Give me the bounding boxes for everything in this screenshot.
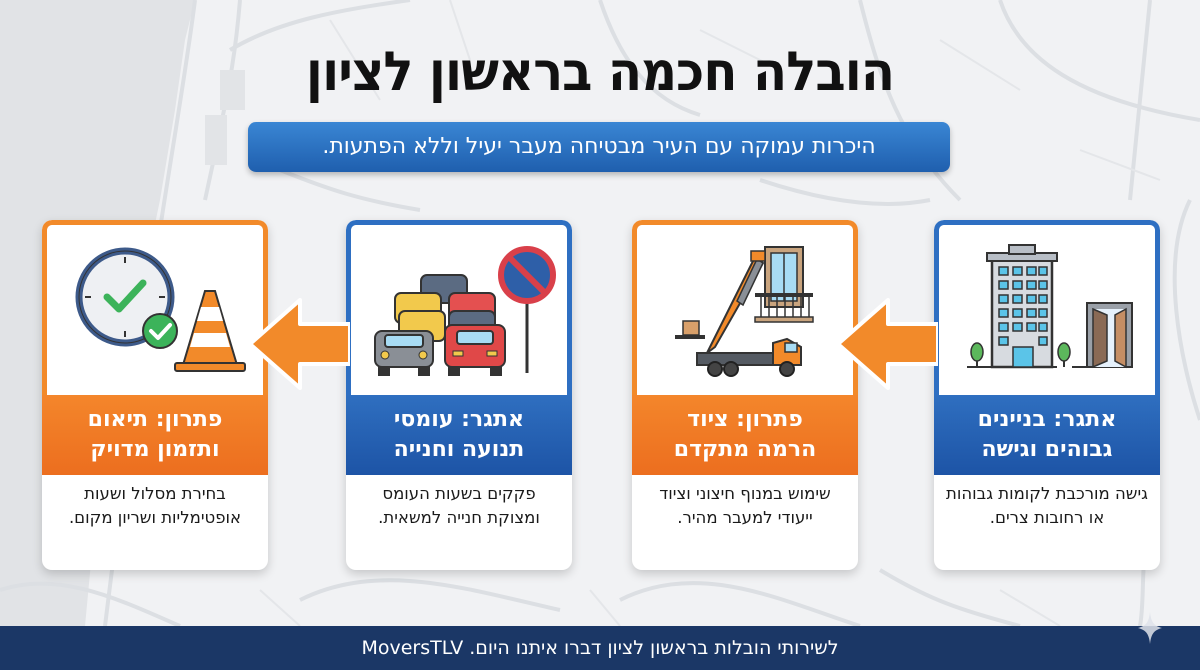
card-heading: אתגר: עומסי תנועה וחנייה — [346, 395, 572, 475]
card-description: בחירת מסלול ושעות אופטימליות ושריון מקום… — [68, 484, 242, 527]
arrow-left-icon — [248, 298, 350, 390]
building-and-door-icon — [939, 225, 1155, 395]
footer-banner: לשירותי הובלות בראשון לציון דברו איתנו ה… — [0, 626, 1200, 670]
card-challenge-buildings: אתגר: בניינים גבוהים וגישה גישה מורכבת ל… — [934, 220, 1160, 570]
card-heading: פתרון: תיאום ותזמון מדויק — [42, 395, 268, 475]
card-challenge-traffic: אתגר: עומסי תנועה וחנייה פקקים בשעות העו… — [346, 220, 572, 570]
card-heading: אתגר: בניינים גבוהים וגישה — [934, 395, 1160, 475]
sparkle-icon — [1138, 612, 1162, 644]
subtitle-banner: היכרות עמוקה עם העיר מבטיחה מעבר יעיל ול… — [248, 122, 950, 172]
card-solution-lifting: פתרון: ציוד הרמה מתקדם שימוש במנוף חיצונ… — [632, 220, 858, 570]
traffic-jam-no-parking-icon — [351, 225, 567, 395]
page-title: הובלה חכמה בראשון לציון — [305, 40, 895, 103]
card-description: גישה מורכבת לקומות גבוהות או רחובות צרים… — [946, 484, 1148, 527]
crane-truck-icon — [637, 225, 853, 395]
clock-check-cone-icon — [47, 225, 263, 395]
card-solution-timing: פתרון: תיאום ותזמון מדויק בחירת מסלול וש… — [42, 220, 268, 570]
card-heading: פתרון: ציוד הרמה מתקדם — [632, 395, 858, 475]
card-description: שימוש במנוף חיצוני וציוד ייעודי למעבר מה… — [659, 484, 831, 527]
card-description: פקקים בשעות העומס ומצוקת חנייה למשאית. — [378, 484, 540, 527]
arrow-left-icon — [836, 298, 938, 390]
